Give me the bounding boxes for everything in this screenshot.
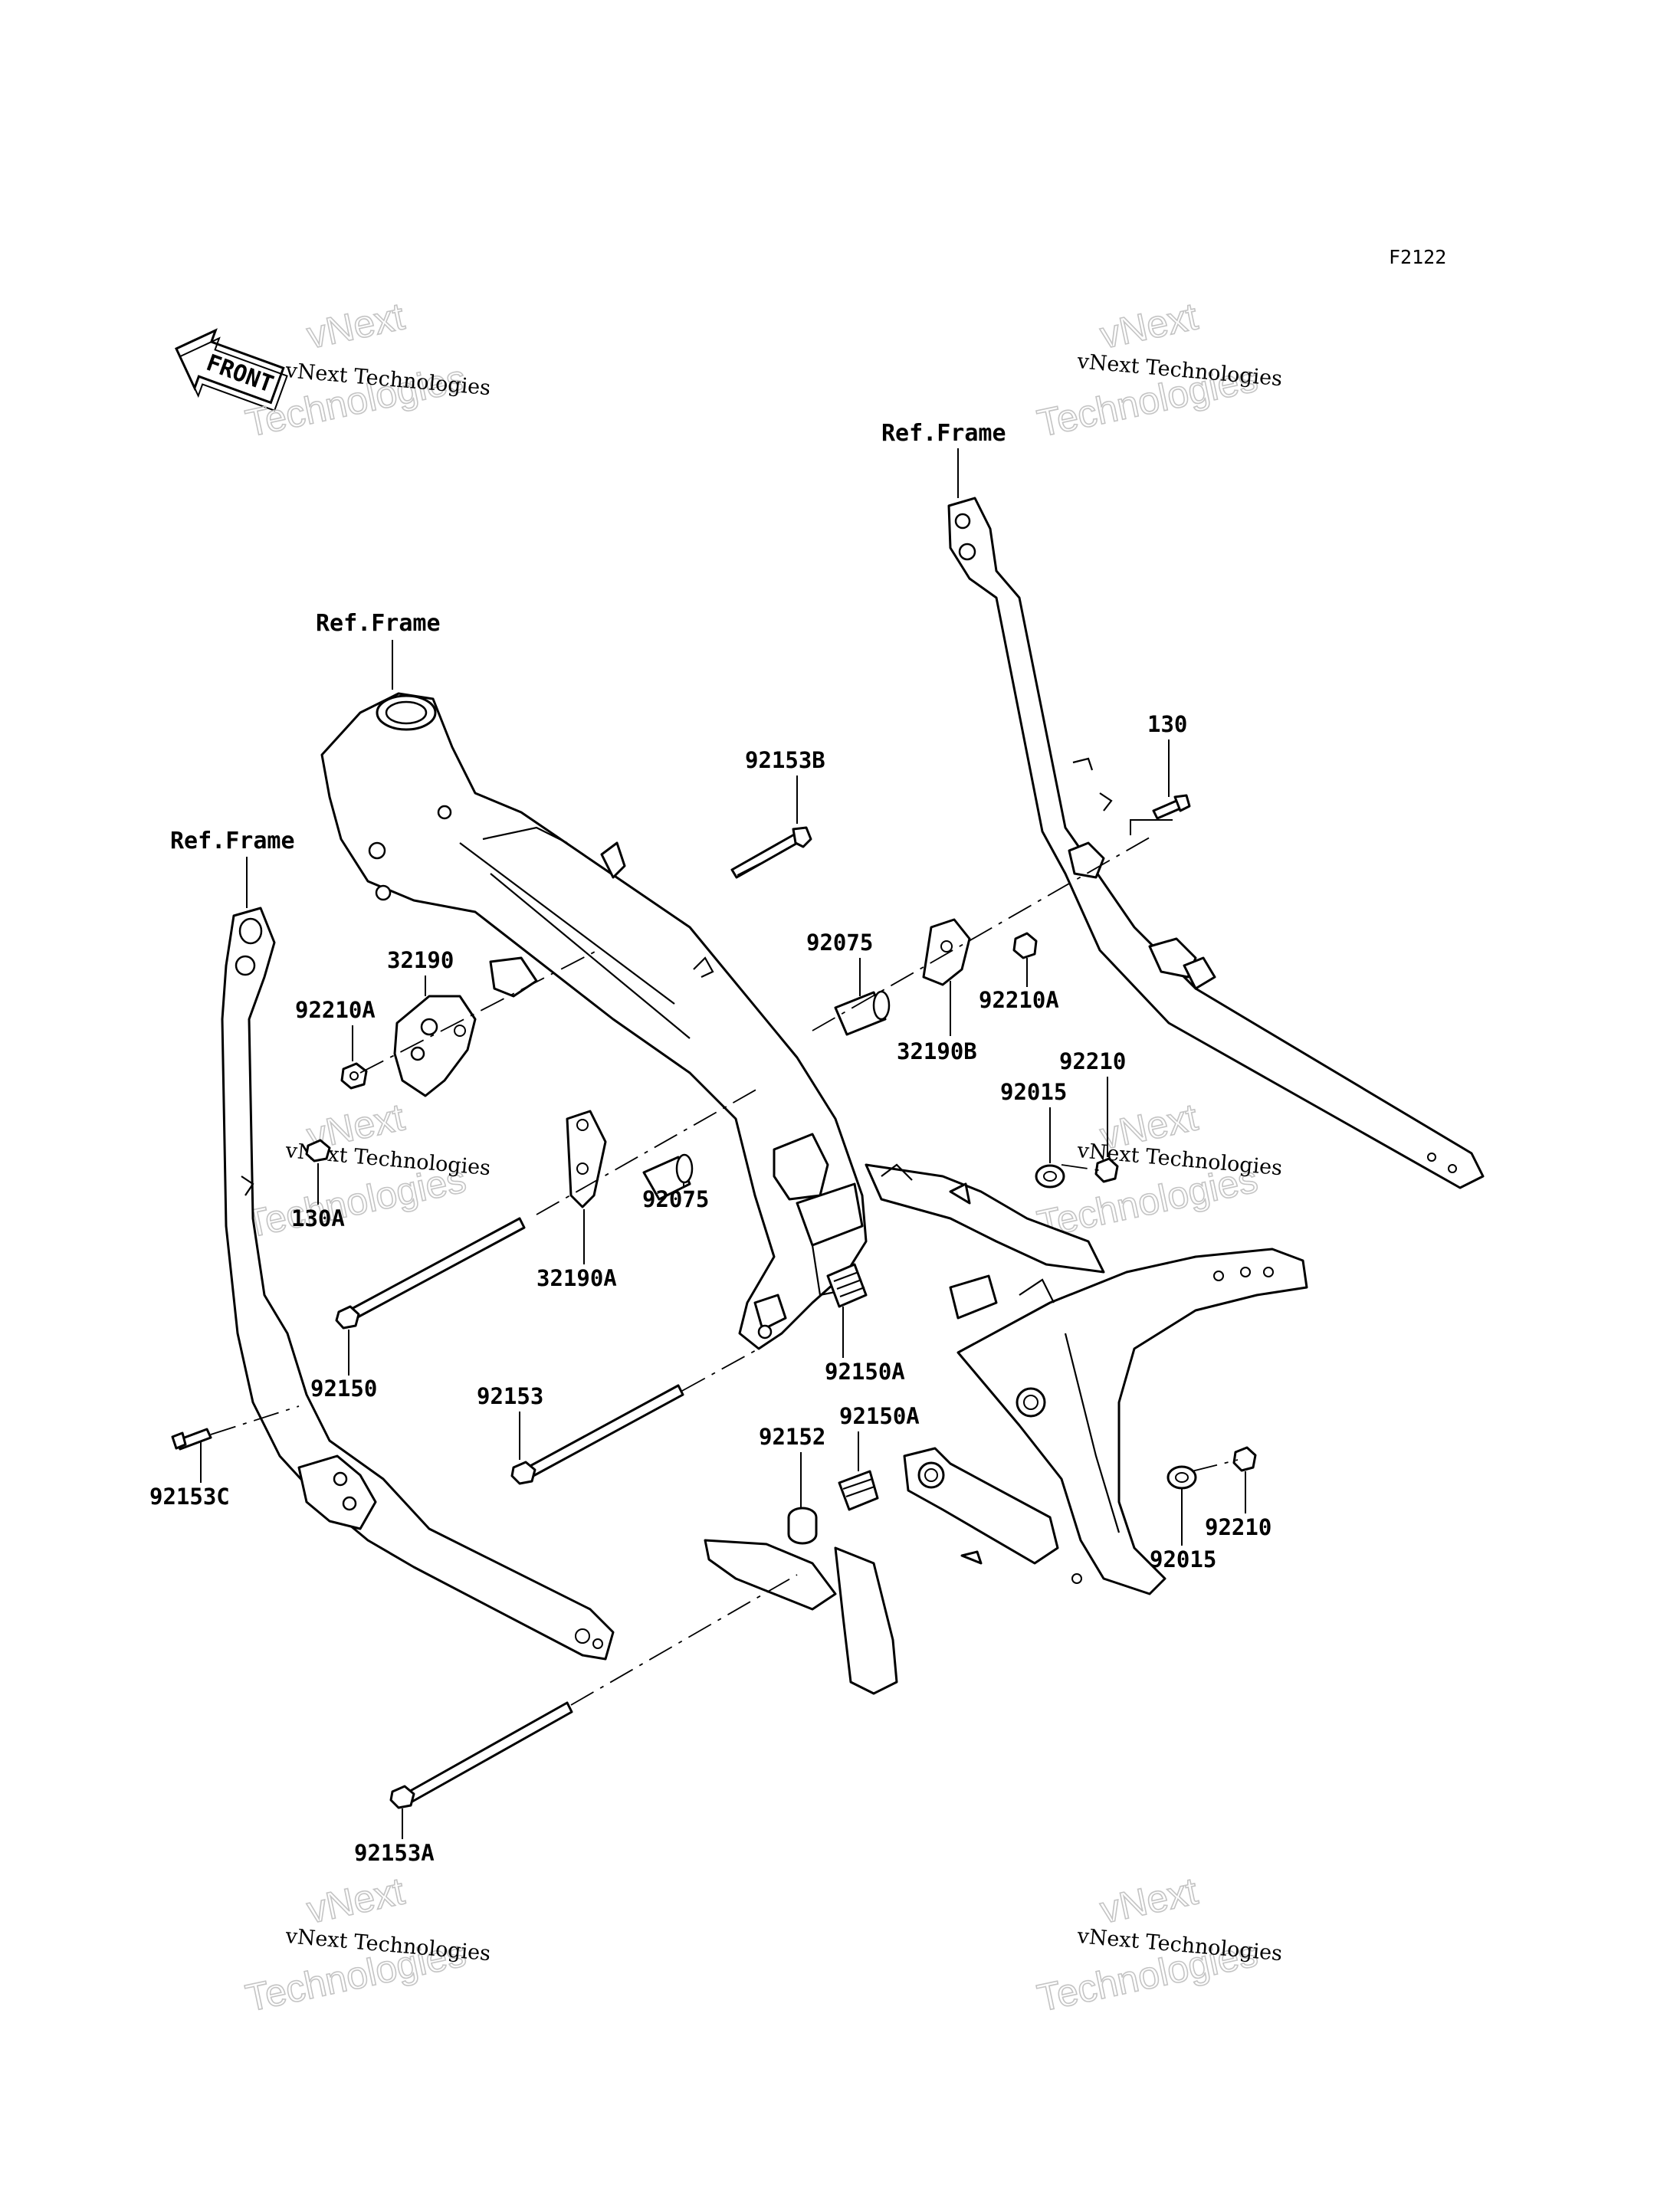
nut-92210A-left <box>340 1062 368 1090</box>
spring-92150A-b <box>838 1470 879 1511</box>
watermark-bottom-left: vNext Technologies vNext Technologies <box>241 1869 491 2021</box>
watermark-mid-left: vNext Technologies vNext Technologies <box>241 1095 491 1247</box>
part-number-92015-top: 92015 <box>1000 1079 1067 1105</box>
bolt-92153B <box>730 826 812 879</box>
part-number-92210-top: 92210 <box>1059 1048 1126 1074</box>
watermark-word-vnext: vNext <box>1097 1869 1202 1931</box>
bolt-130 <box>1152 794 1191 820</box>
ref-frame-label-center: Ref.Frame <box>316 610 441 637</box>
callout-32190B: 32190B <box>897 981 977 1064</box>
part-number-92153C: 92153C <box>149 1484 230 1510</box>
part-number-92210-bot: 92210 <box>1205 1514 1271 1540</box>
part-number-92153: 92153 <box>477 1383 543 1409</box>
spring-92150A-a <box>826 1263 868 1308</box>
callout-92150A-b: 92150A <box>839 1403 920 1471</box>
part-number-92210A-right: 92210A <box>979 987 1059 1013</box>
part-number-32190B: 32190B <box>897 1038 977 1064</box>
callout-32190: 32190 <box>387 947 454 996</box>
callout-92015-top: 92015 <box>1000 1079 1067 1163</box>
washer-92015-bot <box>1166 1465 1197 1490</box>
collar-92152 <box>787 1507 818 1545</box>
ref-frame-label-left: Ref.Frame <box>170 828 295 854</box>
bolt-92150 <box>335 1217 526 1330</box>
washer-92015-top <box>1035 1164 1065 1189</box>
rubber-mount-92075-top <box>834 990 891 1036</box>
bracket-32190A <box>566 1110 607 1208</box>
right-rear-frame-rail <box>947 497 1485 1189</box>
callout-130A: 130A <box>291 1163 345 1231</box>
ref-frame-label-right: Ref.Frame <box>881 420 1006 447</box>
callout-92150A-a: 92150A <box>825 1307 905 1385</box>
callout-92075-mid: 92075 <box>642 1182 709 1212</box>
callout-130: 130 <box>1130 711 1187 835</box>
bracket-32190 <box>393 995 477 1097</box>
part-number-92150A-a: 92150A <box>825 1359 905 1385</box>
part-number-92153B: 92153B <box>745 747 825 773</box>
part-number-92015-bot: 92015 <box>1150 1546 1216 1572</box>
watermark-word-vnext: vNext <box>304 294 409 356</box>
watermark-word-vnext: vNext <box>1097 294 1202 356</box>
part-number-92075-mid: 92075 <box>642 1186 709 1212</box>
part-number-32190: 32190 <box>387 947 454 973</box>
left-frame-rail <box>221 907 615 1661</box>
bolt-92153C <box>171 1428 212 1451</box>
callout-92210A-left: 92210A <box>295 997 376 1061</box>
part-number-92150A-b: 92150A <box>839 1403 920 1429</box>
watermark-bottom-right: vNext Technologies vNext Technologies <box>1033 1869 1283 2021</box>
callout-92015-bot: 92015 <box>1150 1488 1216 1572</box>
callout-92152: 92152 <box>759 1424 825 1508</box>
watermark-mid-right: vNext Technologies vNext Technologies <box>1033 1095 1283 1247</box>
bolt-92153A <box>389 1701 573 1809</box>
nut-92210-top <box>1094 1157 1119 1183</box>
part-number-32190A: 32190A <box>536 1265 617 1291</box>
part-number-130A: 130A <box>291 1205 345 1231</box>
callout-92210-top: 92210 <box>1059 1048 1126 1157</box>
part-number-92210A-left: 92210A <box>295 997 376 1023</box>
callout-32190A: 32190A <box>536 1209 617 1291</box>
main-frame <box>320 692 1105 1350</box>
callout-92153B: 92153B <box>745 747 825 824</box>
callout-92153A: 92153A <box>354 1808 435 1866</box>
callout-92075-top: 92075 <box>806 930 873 996</box>
callout-92153C: 92153C <box>149 1441 230 1510</box>
nut-92210-bot <box>1232 1446 1257 1472</box>
bolt-92153 <box>510 1384 684 1485</box>
part-number-92152: 92152 <box>759 1424 825 1450</box>
callout-92153: 92153 <box>477 1383 543 1460</box>
rubber-mount-92075-mid <box>642 1153 694 1201</box>
bolt-130A <box>305 1139 331 1162</box>
part-number-92150: 92150 <box>310 1376 377 1402</box>
bracket-32190B <box>922 918 971 986</box>
lower-cradle <box>704 1248 1308 1695</box>
watermark-top-right: vNext Technologies vNext Technologies <box>1033 294 1283 446</box>
diagram-code: F2122 <box>1389 246 1446 268</box>
callout-92150: 92150 <box>310 1330 377 1402</box>
part-number-92075-top: 92075 <box>806 930 873 956</box>
part-number-130: 130 <box>1147 711 1187 737</box>
part-number-92153A: 92153A <box>354 1840 435 1866</box>
callout-92210-bot: 92210 <box>1205 1471 1271 1540</box>
watermark-word-vnext: vNext <box>304 1869 409 1931</box>
callout-92210A-right: 92210A <box>979 958 1059 1013</box>
nut-92210A-right <box>1012 932 1038 959</box>
